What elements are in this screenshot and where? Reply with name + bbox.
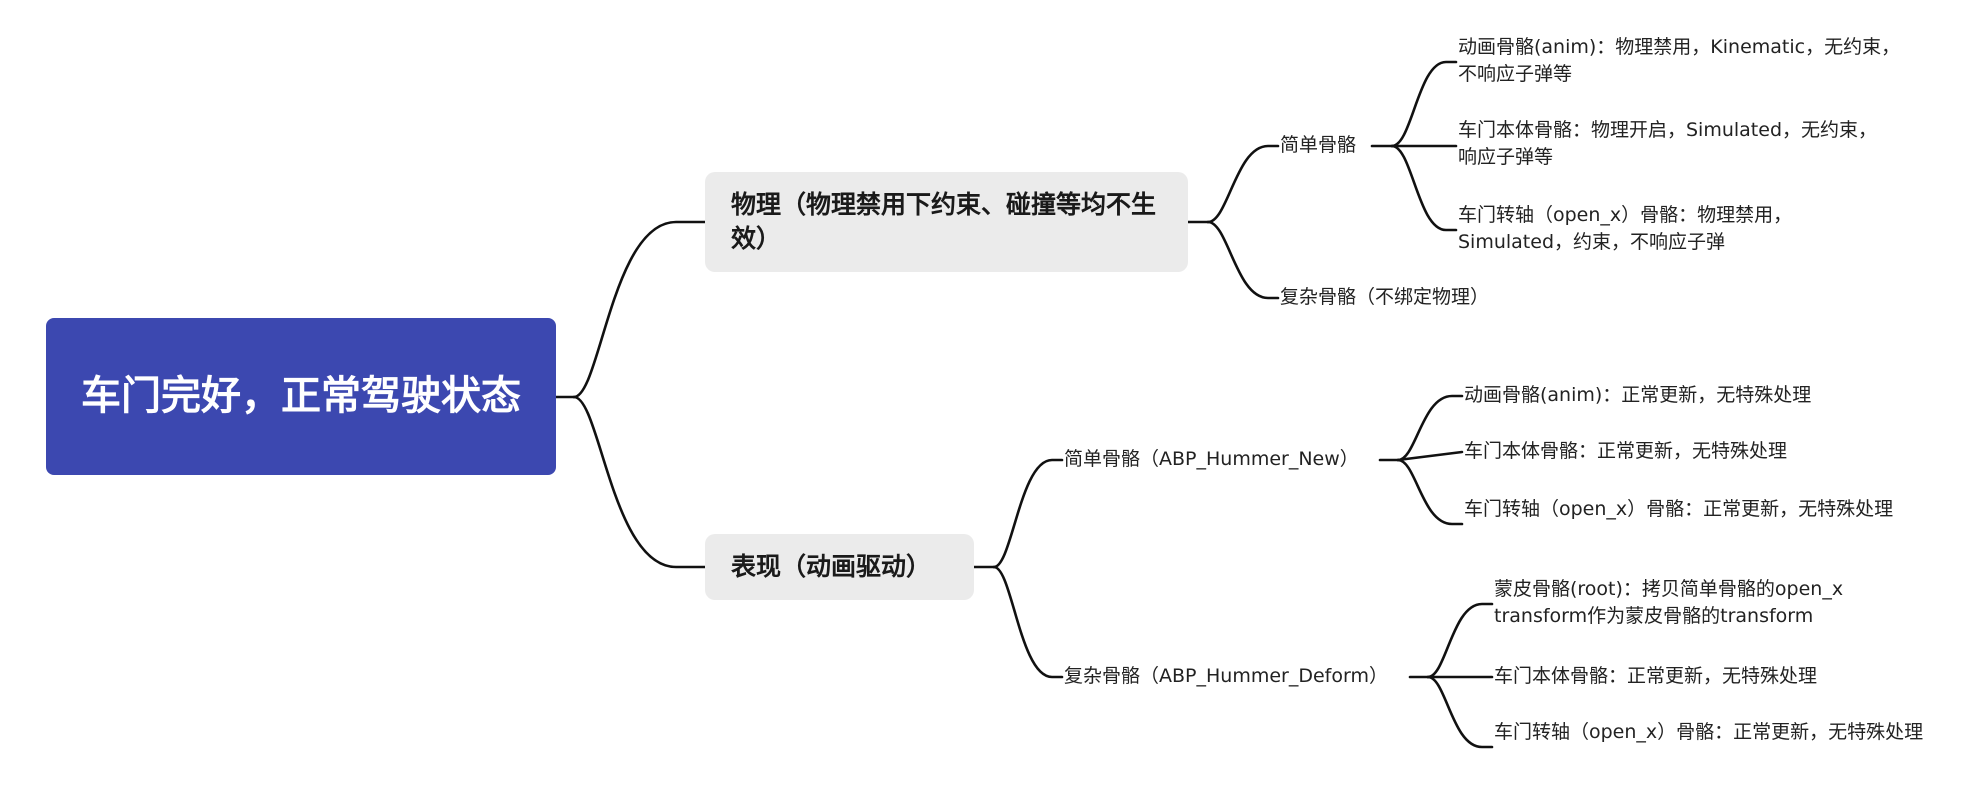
connector-render-to-bones — [972, 458, 1064, 679]
connector-root-to-branches — [554, 220, 707, 569]
leaf-node-label: 动画骨骼(anim)：物理禁用，Kinematic，无约束，不响应子弹等 — [1458, 36, 1901, 85]
leaf-node[interactable]: 动画骨骼(anim)：正常更新，无特殊处理 — [1464, 382, 1811, 409]
root-node[interactable]: 车门完好，正常驾驶状态 — [46, 318, 556, 475]
connector-render-simple-to-leaves — [1378, 394, 1464, 526]
branch-node-physics[interactable]: 物理（物理禁用下约束、碰撞等均不生效） — [705, 172, 1188, 272]
leaf-node-label: 车门本体骨骼：物理开启，Simulated，无约束，响应子弹等 — [1458, 119, 1878, 168]
subbranch-node-physics-simple[interactable]: 简单骨骼 — [1280, 132, 1356, 159]
root-node-label: 车门完好，正常驾驶状态 — [81, 373, 521, 419]
leaf-node-label: 蒙皮骨骼(root)：拷贝简单骨骼的open_x transform作为蒙皮骨骼… — [1494, 578, 1844, 627]
leaf-node[interactable]: 车门转轴（open_x）骨骼：正常更新，无特殊处理 — [1464, 496, 1924, 523]
branch-node-label: 表现（动画驱动） — [731, 552, 932, 581]
subbranch-node-label: 简单骨骼 — [1280, 134, 1357, 156]
leaf-node[interactable]: 车门本体骨骼：正常更新，无特殊处理 — [1464, 438, 1787, 465]
subbranch-node-render-simple[interactable]: 简单骨骼（ABP_Hummer_New） — [1064, 446, 1359, 473]
connector-physics-to-bones — [1186, 144, 1280, 300]
leaf-node-label: 车门转轴（open_x）骨骼：正常更新，无特殊处理 — [1494, 721, 1924, 743]
connector-physics-simple-to-leaves — [1370, 60, 1458, 232]
subbranch-node-label: 简单骨骼（ABP_Hummer_New） — [1064, 448, 1359, 470]
leaf-node-label: 动画骨骼(anim)：正常更新，无特殊处理 — [1464, 384, 1812, 406]
subbranch-node-label: 复杂骨骼（不绑定物理） — [1280, 286, 1490, 308]
connector-render-complex-to-leaves — [1408, 602, 1494, 749]
leaf-node[interactable]: 蒙皮骨骼(root)：拷贝简单骨骼的open_x transform作为蒙皮骨骼… — [1494, 576, 1894, 630]
leaf-node-label: 车门本体骨骼：正常更新，无特殊处理 — [1464, 440, 1788, 462]
leaf-node-label: 车门转轴（open_x）骨骼：正常更新，无特殊处理 — [1464, 498, 1894, 520]
subbranch-node-render-complex[interactable]: 复杂骨骼（ABP_Hummer_Deform） — [1064, 663, 1388, 690]
leaf-node[interactable]: 车门转轴（open_x）骨骼：正常更新，无特殊处理 — [1494, 719, 1954, 746]
branch-node-label: 物理（物理禁用下约束、碰撞等均不生效） — [731, 190, 1157, 253]
branch-node-presentation[interactable]: 表现（动画驱动） — [705, 534, 974, 600]
leaf-node-label: 车门本体骨骼：正常更新，无特殊处理 — [1494, 665, 1818, 687]
leaf-node[interactable]: 车门转轴（open_x）骨骼：物理禁用，Simulated，约束，不响应子弹 — [1458, 202, 1858, 256]
leaf-node[interactable]: 车门本体骨骼：物理开启，Simulated，无约束，响应子弹等 — [1458, 117, 1888, 171]
leaf-node[interactable]: 动画骨骼(anim)：物理禁用，Kinematic，无约束，不响应子弹等 — [1458, 34, 1908, 88]
leaf-node-label: 车门转轴（open_x）骨骼：物理禁用，Simulated，约束，不响应子弹 — [1458, 204, 1793, 253]
leaf-node[interactable]: 车门本体骨骼：正常更新，无特殊处理 — [1494, 663, 1817, 690]
subbranch-node-physics-complex[interactable]: 复杂骨骼（不绑定物理） — [1280, 284, 1489, 311]
subbranch-node-label: 复杂骨骼（ABP_Hummer_Deform） — [1064, 665, 1388, 687]
